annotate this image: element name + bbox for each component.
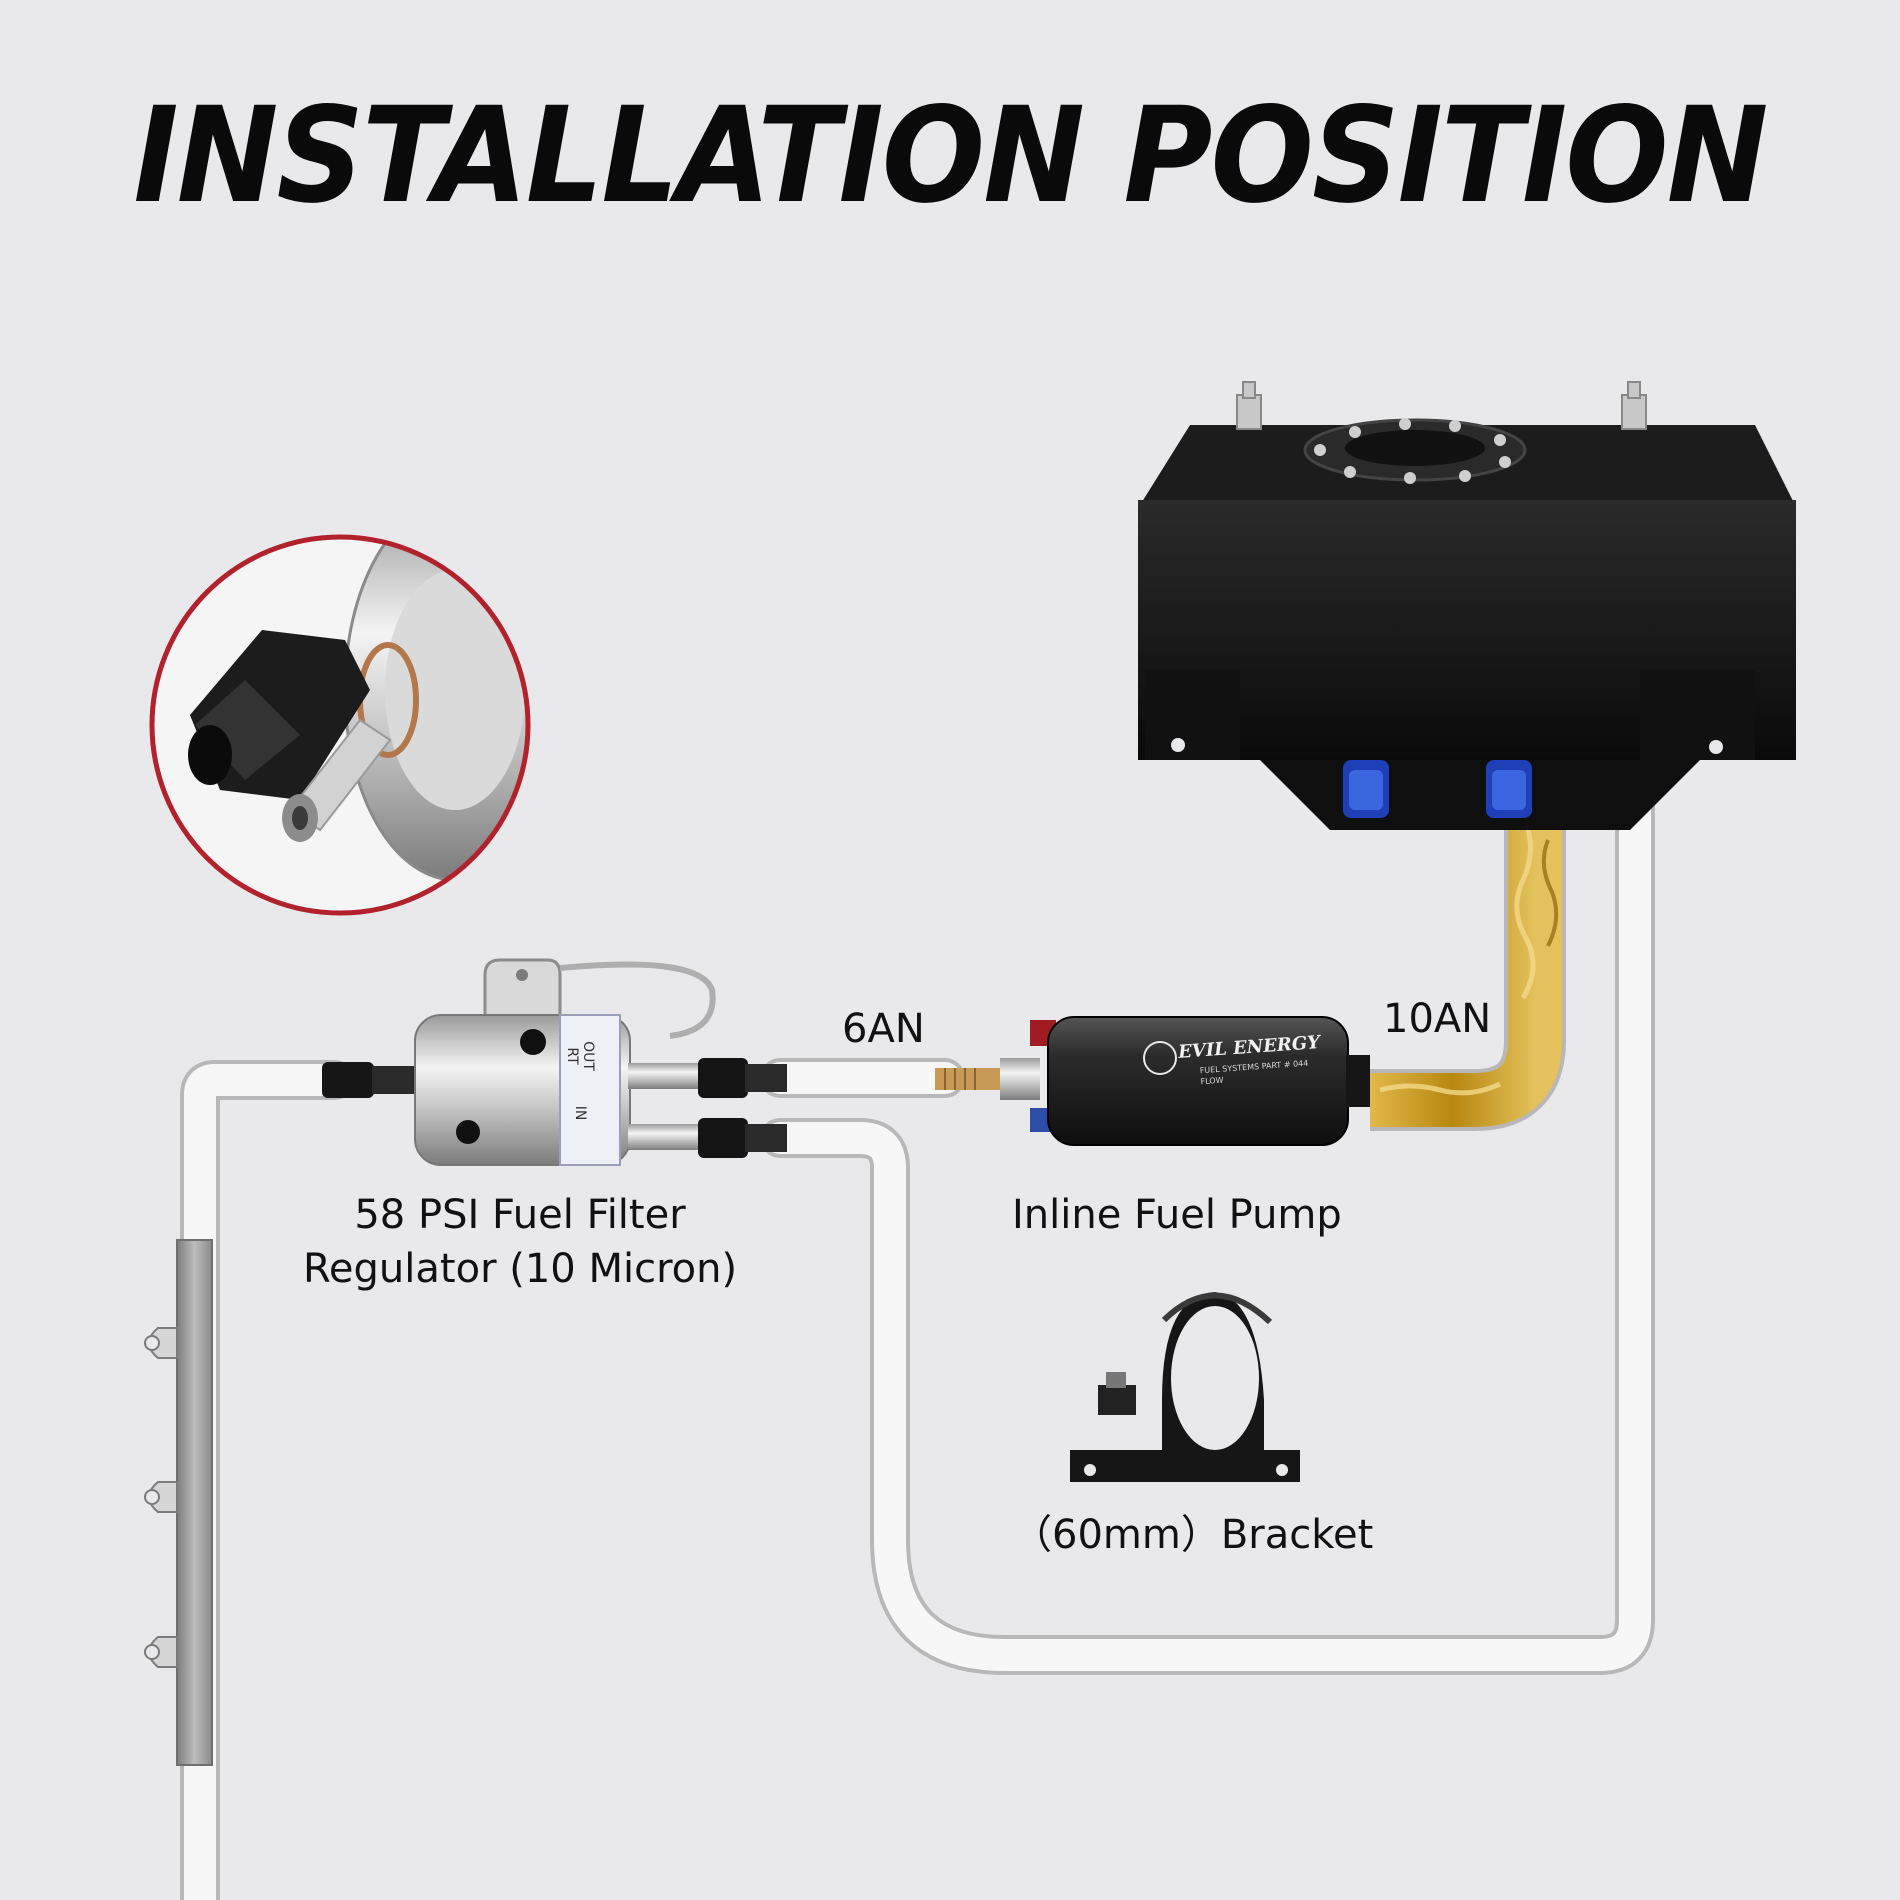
page-title: INSTALLATION POSITION (133, 79, 1768, 233)
regulator-label-line1: 58 PSI Fuel Filter (354, 1192, 686, 1238)
regulator-marking: OUT RT (564, 1031, 596, 1081)
fuel-tank (1138, 381, 1796, 830)
fuel-rail (144, 1239, 213, 1766)
line-10an-label: 10AN (1383, 996, 1492, 1042)
regulator-in-text: IN (572, 1105, 588, 1121)
tank-vent-fittings (1236, 381, 1647, 430)
tank-outlet-fittings (1343, 760, 1532, 818)
regulator-rt-text: RT (564, 1047, 580, 1065)
pump-flow-text: FLOW (1200, 1075, 1224, 1087)
regulator-out-text: OUT (580, 1041, 596, 1071)
regulator-in-marking: IN (572, 1088, 588, 1138)
fuel-line-10an (1370, 800, 1566, 1131)
tank-mount-left (1145, 670, 1240, 760)
bracket-label: （60mm）Bracket (1012, 1512, 1374, 1558)
pump-label: Inline Fuel Pump (1012, 1192, 1342, 1238)
tank-mount-right (1640, 670, 1755, 760)
fitting-closeup-inset (149, 534, 531, 916)
pump-bracket (1070, 1292, 1300, 1482)
inline-fuel-pump (935, 1016, 1370, 1146)
hose-network (180, 740, 1655, 1900)
regulator-label: 58 PSI Fuel Filter Regulator (10 Micron) (260, 1188, 780, 1296)
line-6an-label: 6AN (842, 1006, 925, 1052)
regulator-label-line2: Regulator (10 Micron) (302, 1246, 738, 1292)
fuel-filter-regulator (322, 958, 787, 1166)
regulator-an-fittings (698, 1058, 787, 1158)
